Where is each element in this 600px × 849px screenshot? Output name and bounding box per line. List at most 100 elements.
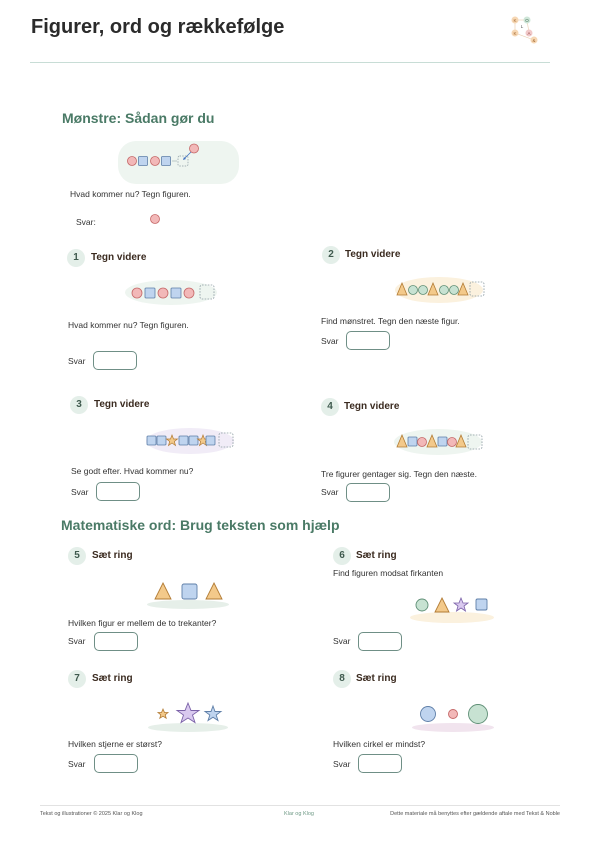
circle-green-icon [439,285,449,295]
task-question-5: Hvilken figur er mellem de to trekanter? [68,618,217,628]
triangle-orange-icon [455,433,467,448]
circle-pink-icon [157,287,169,299]
triangle-orange-icon [154,581,172,600]
dashed-slot-icon [469,281,485,297]
task-number-1: 1 [67,249,85,267]
footer-brand: Klar og Klog [284,811,314,817]
triangle-orange-icon [396,433,408,448]
circle-pink-icon [150,214,160,224]
circle-medium-blue-icon [420,706,436,722]
answer-label-7: Svar [68,759,86,769]
answer-box-8[interactable] [358,754,402,773]
square-blue-icon [161,156,171,166]
task-heading-6: Sæt ring [356,550,397,561]
figure-shadow [412,723,494,732]
page-title: Figurer, ord og rækkefølge [31,16,285,38]
dashed-slot-icon [467,434,483,450]
answer-label-3: Svar [71,487,89,497]
task-number-8: 8 [333,670,351,688]
task-4-pattern [396,433,483,450]
triangle-orange-icon [427,281,439,296]
svg-text:O: O [525,18,529,23]
svg-text:&: & [532,38,535,43]
dashed-slot-icon [218,432,234,448]
task-instruction-6: Find figuren modsat firkanten [333,568,444,578]
answer-box-3[interactable] [96,482,140,501]
circle-small-pink-icon [448,709,458,719]
triangle-orange-icon [396,281,408,296]
circle-pink-icon [183,287,195,299]
answer-label-4: Svar [321,487,339,497]
circle-pink-icon [127,156,137,166]
task-heading-1: Tegn videre [91,252,147,263]
section-title-patterns: Mønstre: Sådan gør du [62,110,215,126]
circle-pink-icon [150,156,160,166]
square-blue-icon [156,435,167,446]
svg-text:K: K [513,18,516,23]
circle-green-icon [418,285,428,295]
circle-green-icon [449,285,459,295]
task-question-7: Hvilken stjerne er størst? [68,739,162,749]
answer-box-4[interactable] [346,483,390,502]
star-purple-icon [452,596,470,612]
task-3-pattern [146,432,234,448]
task-question-3: Se godt efter. Hvad kommer nu? [71,466,194,476]
task-number-6: 6 [333,547,351,565]
example-pattern [127,143,199,167]
task-number-4: 4 [321,398,339,416]
square-blue-icon [475,598,488,611]
answer-label-6: Svar [333,636,351,646]
footer-divider [40,805,560,806]
answer-box-5[interactable] [94,632,138,651]
star-small-orange-icon [156,707,170,720]
square-blue-icon [181,583,198,600]
task-number-3: 3 [70,396,88,414]
answer-label-2: Svar [321,336,339,346]
example-answer-figure [150,214,160,224]
circle-green-icon [415,598,429,612]
circle-pink-icon [417,437,427,447]
svg-text:K: K [513,31,516,36]
answer-box-6[interactable] [358,632,402,651]
task-number-5: 5 [68,547,86,565]
square-blue-icon [170,287,182,299]
figure-shadow [148,723,228,732]
dashed-slot-icon [177,155,189,167]
footer-copyright: Tekst og illustrationer © 2025 Klar og K… [40,811,143,817]
example-question: Hvad kommer nu? Tegn figuren. [70,189,191,199]
footer-license: Dette materiale må benyttes efter gælden… [390,811,560,817]
square-blue-icon [138,156,148,166]
circle-pink-icon [447,437,457,447]
task-heading-5: Sæt ring [92,550,133,561]
triangle-orange-icon [457,281,469,296]
square-blue-icon [188,435,199,446]
circle-large-green-icon [468,704,488,724]
answer-box-1[interactable] [93,351,137,370]
task-heading-2: Tegn videre [345,249,401,260]
task-heading-3: Tegn videre [94,399,150,410]
answer-label-8: Svar [333,759,351,769]
task-1-pattern [131,284,215,300]
star-orange-icon [165,434,179,447]
circle-pink-icon [131,287,143,299]
triangle-orange-icon [426,433,438,448]
task-question-1: Hvad kommer nu? Tegn figuren. [68,320,189,330]
figure-shadow [147,600,229,609]
task-question-8: Hvilken cirkel er mindst? [333,739,426,749]
svg-text:A: A [527,31,530,36]
task-question-4: Tre figurer gentager sig. Tegn den næste… [321,469,477,479]
svg-text:L: L [521,24,524,29]
answer-label-5: Svar [68,636,86,646]
answer-box-7[interactable] [94,754,138,773]
task-question-2: Find mønstret. Tegn den næste figur. [321,316,460,326]
square-blue-icon [178,435,189,446]
answer-box-2[interactable] [346,331,390,350]
square-blue-icon [144,287,156,299]
answer-label-1: Svar [68,356,86,366]
task-number-7: 7 [68,670,86,688]
star-medium-blue-icon [203,704,223,722]
task-heading-4: Tegn videre [344,401,400,412]
task-8-figures [420,704,488,724]
star-large-purple-icon [175,701,201,724]
task-7-figures [156,701,223,724]
